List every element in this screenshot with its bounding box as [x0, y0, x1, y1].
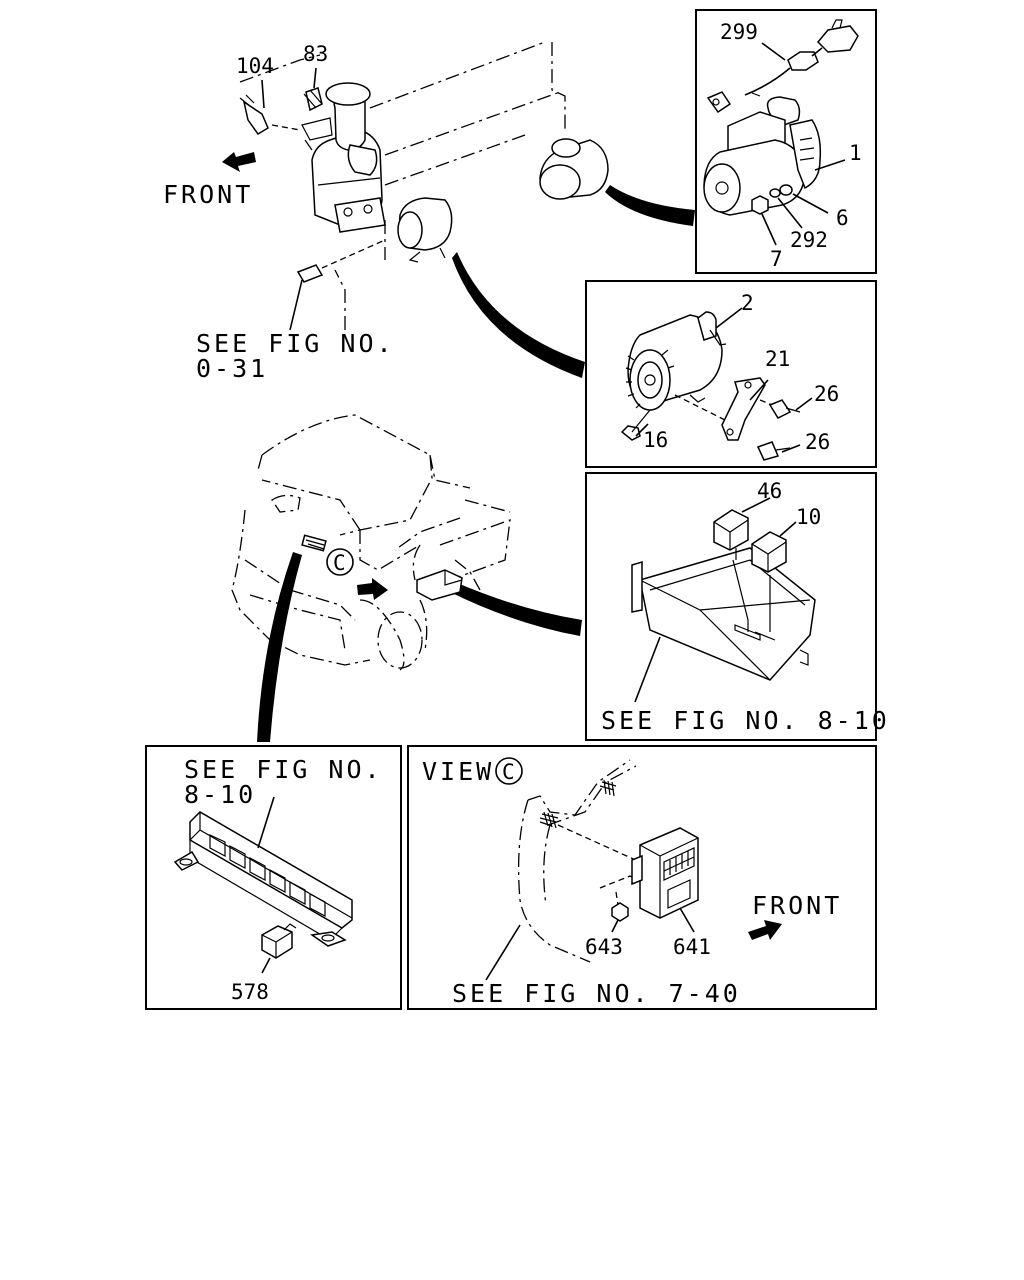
callout-641: 641: [673, 935, 711, 959]
callout-6: 6: [836, 206, 849, 230]
callout-26-lower: 26: [805, 430, 830, 454]
starter-on-engine: [539, 138, 609, 200]
see-fig-0-31-line1: SEE FIG NO.: [196, 329, 395, 358]
front-arrow-view-icon: [748, 920, 782, 940]
callout-2: 2: [741, 291, 754, 315]
connector-band-alternator: [452, 252, 585, 378]
callout-643: 643: [585, 935, 623, 959]
view-symbol: C: [502, 760, 515, 784]
callout-16: 16: [643, 428, 668, 452]
see-fig-7-40: SEE FIG NO. 7-40: [452, 979, 741, 1008]
alternator-detail-panel: [585, 280, 877, 468]
starter-detail-panel: [695, 9, 877, 274]
see-fig-8-10-left-line1: SEE FIG NO.: [184, 755, 383, 784]
fuse-box-panel: [145, 745, 402, 1010]
callout-299: 299: [720, 20, 758, 44]
callout-104: 104: [236, 54, 274, 78]
callout-1: 1: [849, 141, 862, 165]
relay-detail-panel: [585, 472, 877, 741]
front-label-top: FRONT: [163, 180, 253, 209]
front-arrow-icon: [222, 152, 256, 172]
cab-view-symbol: C: [333, 551, 346, 575]
callout-10: 10: [796, 505, 821, 529]
front-label-bottom: FRONT: [752, 891, 842, 920]
callout-46: 46: [757, 479, 782, 503]
sensor-104: [239, 94, 301, 135]
see-fig-8-10-left-line2: 8-10: [184, 780, 256, 809]
front-arrow-cab-icon: [357, 578, 388, 600]
callout-578: 578: [231, 980, 269, 1004]
alternator-on-engine: [397, 197, 453, 263]
see-fig-8-10-right: SEE FIG NO. 8-10: [601, 706, 890, 735]
callout-21: 21: [765, 347, 790, 371]
callout-83: 83: [303, 42, 328, 66]
callout-292: 292: [790, 228, 828, 252]
connector-band-starter: [605, 185, 695, 226]
sensor-83: [303, 87, 323, 112]
see-fig-0-31-line2: 0-31: [196, 354, 268, 383]
connector-band-relay: [450, 582, 582, 636]
callout-7: 7: [770, 247, 783, 271]
cab-overview: [231, 414, 511, 671]
engine-assembly: [222, 41, 609, 331]
bolt-engine: [296, 239, 386, 283]
view-c-panel: [407, 745, 877, 1010]
connector-band-fuse: [257, 552, 302, 742]
view-label: VIEW: [422, 757, 494, 786]
callout-26-upper: 26: [814, 382, 839, 406]
